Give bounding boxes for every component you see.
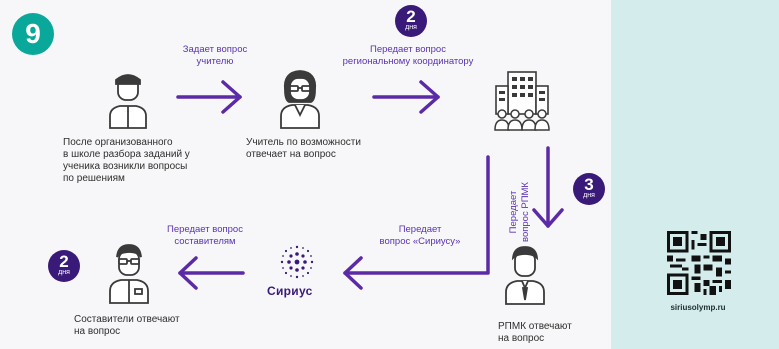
step-number-badge: 9 — [12, 13, 54, 55]
desc-authors: Составители отвечают на вопрос — [74, 314, 180, 337]
arrow-regional-to-rpmk — [532, 146, 564, 228]
desc-student: После организованного в школе разбора за… — [63, 137, 190, 184]
sirius-logo-icon — [280, 245, 314, 279]
arrow-teacher-to-regional — [372, 80, 440, 114]
authors-icon — [109, 244, 149, 304]
label-ask-teacher: Задает вопрос учителю — [182, 44, 248, 67]
days-badge-regional: 2 дня — [395, 5, 427, 37]
desc-rpmk: РПМК отвечают на вопрос — [498, 321, 572, 344]
right-sidebar — [611, 0, 779, 349]
days-badge-authors: 2 дня — [48, 250, 80, 282]
badge-number: 2 — [59, 252, 69, 271]
badge-unit: дня — [583, 192, 595, 199]
badge-unit: дня — [58, 269, 70, 276]
building-icon — [494, 71, 550, 131]
rpmk-person-icon — [505, 246, 545, 305]
days-badge-rpmk: 3 дня — [573, 173, 605, 205]
label-to-regional: Передает вопрос региональному координато… — [342, 44, 474, 67]
flow-arrows — [176, 80, 564, 290]
qr-code-icon[interactable] — [667, 231, 731, 295]
teacher-icon — [280, 70, 320, 129]
student-icon — [109, 74, 147, 129]
website-link[interactable]: siriusolymp.ru — [670, 303, 726, 312]
badge-number: 2 — [406, 7, 416, 26]
arrow-student-to-teacher — [176, 80, 242, 114]
arrow-sirius-to-authors — [178, 256, 245, 290]
badge-unit: дня — [405, 24, 417, 31]
label-to-authors: Передает вопрос составителям — [167, 224, 243, 247]
desc-teacher: Учитель по возможности отвечает на вопро… — [246, 137, 361, 160]
badge-number: 3 — [584, 175, 594, 194]
arrow-rpmk-to-sirius — [343, 155, 490, 290]
label-to-sirius: Передает вопрос «Сириусу» — [379, 224, 461, 247]
sirius-label: Сириус — [267, 284, 313, 298]
